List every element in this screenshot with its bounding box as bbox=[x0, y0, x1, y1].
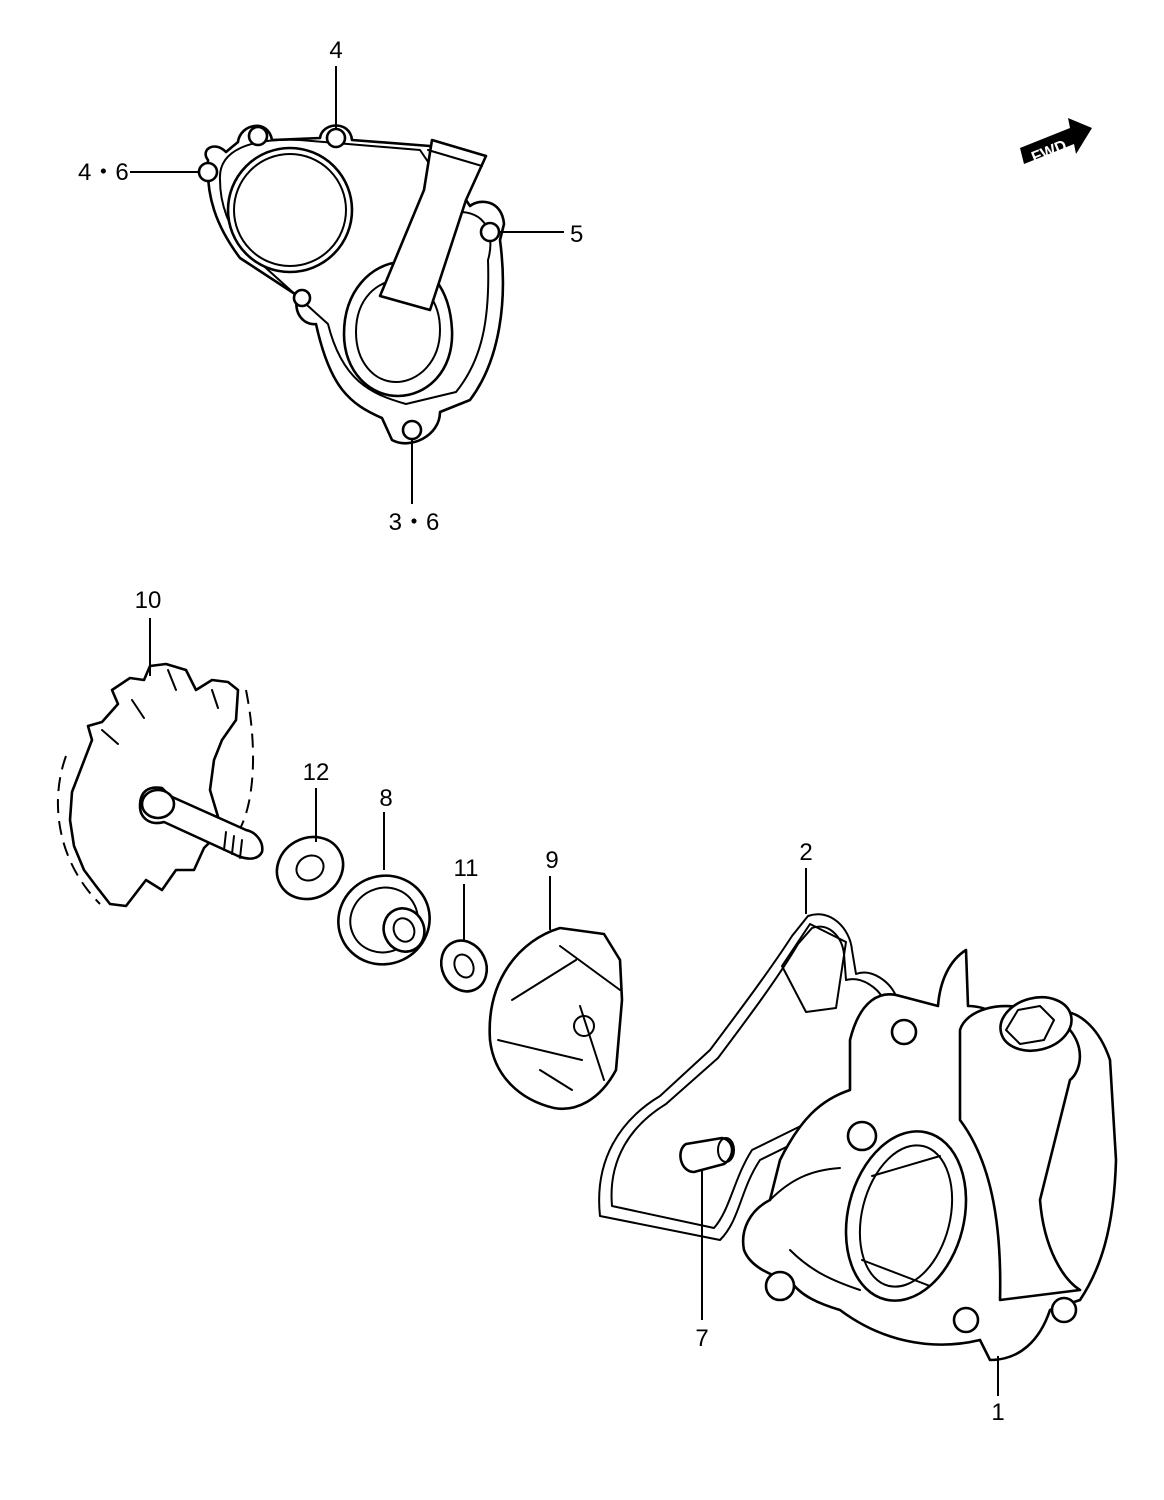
fwd-arrow-icon: FWD bbox=[1020, 118, 1092, 167]
callout-5: 5 bbox=[570, 221, 583, 248]
callout-11: 11 bbox=[454, 855, 479, 882]
callout-10: 10 bbox=[135, 587, 162, 614]
callout-3-6: 3・6 bbox=[389, 509, 440, 536]
pump-housing-1-part bbox=[741, 948, 1118, 1362]
callout-7: 7 bbox=[695, 1325, 708, 1352]
seal-bearing-8-part bbox=[337, 874, 431, 966]
callout-2: 2 bbox=[799, 839, 812, 866]
impeller-shaft-gear-part bbox=[57, 662, 264, 908]
impeller-9-part bbox=[488, 926, 624, 1111]
callout-4-6: 4・6 bbox=[78, 159, 129, 186]
dowel-pin-7-part bbox=[679, 1136, 735, 1174]
callout-9: 9 bbox=[545, 847, 558, 874]
callout-8: 8 bbox=[379, 785, 392, 812]
washer-12-part bbox=[275, 835, 345, 901]
pump-cover-part bbox=[197, 124, 506, 445]
callout-4: 4 bbox=[329, 37, 342, 64]
callout-12: 12 bbox=[303, 759, 330, 786]
gasket-2-part bbox=[598, 913, 915, 1241]
washer-11-part bbox=[439, 939, 489, 993]
callout-1: 1 bbox=[991, 1399, 1004, 1426]
leader-lines bbox=[130, 66, 999, 1396]
